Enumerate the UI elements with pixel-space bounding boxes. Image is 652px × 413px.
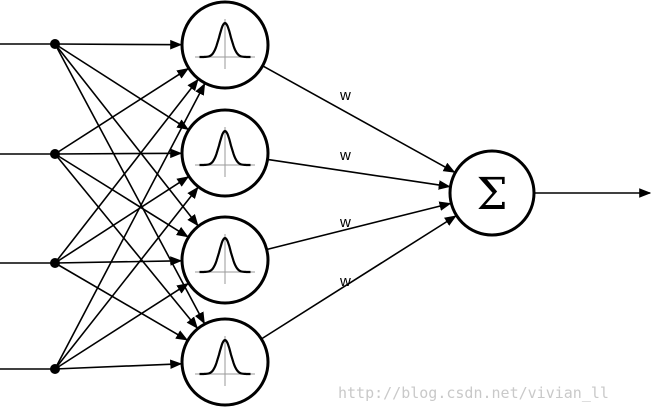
edges-layer <box>0 39 652 370</box>
edge-input-2-to-hidden-2 <box>54 148 183 159</box>
bell-curve <box>199 21 251 59</box>
edge-input-4-to-hidden-2 <box>54 186 199 370</box>
edge-input-1-to-hidden-4 <box>54 43 206 325</box>
weight-label-2: w <box>339 147 351 164</box>
gaussian-bell-icon <box>195 234 255 284</box>
edge-input-1-to-hidden-2 <box>54 43 190 130</box>
edge-input-3-to-hidden-1 <box>54 78 199 264</box>
hidden-node-1 <box>180 0 270 90</box>
gaussian-bell-icon <box>195 336 255 386</box>
bell-curve <box>199 338 251 376</box>
weight-labels: w w w w <box>339 87 351 290</box>
hidden-node-3 <box>180 215 270 305</box>
bell-curve <box>199 236 251 274</box>
input-node-2 <box>50 149 60 159</box>
watermark-text: http://blog.csdn.net/vivian_ll <box>338 384 609 402</box>
edge-input-3-to-hidden-3 <box>54 256 183 266</box>
edge-hidden-4-to-output <box>260 215 457 340</box>
edge-input-2-to-hidden-1 <box>54 68 190 155</box>
bell-curve <box>199 129 251 167</box>
output-node: Σ <box>448 149 536 237</box>
gaussian-bell-icon <box>195 19 255 69</box>
edge-input-3-to-hidden-2 <box>54 176 190 264</box>
edge-hidden-3-to-output <box>266 201 452 251</box>
edge-input-4-to-hidden-4 <box>54 359 183 370</box>
gaussian-bell-icon <box>195 127 255 177</box>
edge-input-3-to-hidden-4 <box>54 262 189 341</box>
edge-hidden-1-to-output <box>262 65 456 173</box>
weight-label-4: w <box>339 273 351 290</box>
weight-label-3: w <box>339 214 351 231</box>
edge-input-1-to-hidden-1 <box>54 39 183 50</box>
edge-hidden-2-to-output <box>267 158 451 190</box>
input-node-3 <box>50 258 60 268</box>
sigma-icon: Σ <box>476 169 507 220</box>
edge-input-4-to-hidden-1 <box>54 82 206 370</box>
output-node-circle <box>448 149 536 237</box>
nodes-layer <box>50 0 270 407</box>
edge-input-4-to-hidden-3 <box>54 283 190 370</box>
edge-input-2-to-hidden-3 <box>54 153 189 238</box>
hidden-node-2 <box>180 108 270 198</box>
weight-label-1: w <box>339 87 351 104</box>
edge-input-2-to-hidden-4 <box>54 153 198 329</box>
hidden-node-4 <box>180 317 270 407</box>
input-node-4 <box>50 364 60 374</box>
edge-input-1-to-hidden-3 <box>54 43 199 227</box>
input-node-1 <box>50 39 60 49</box>
